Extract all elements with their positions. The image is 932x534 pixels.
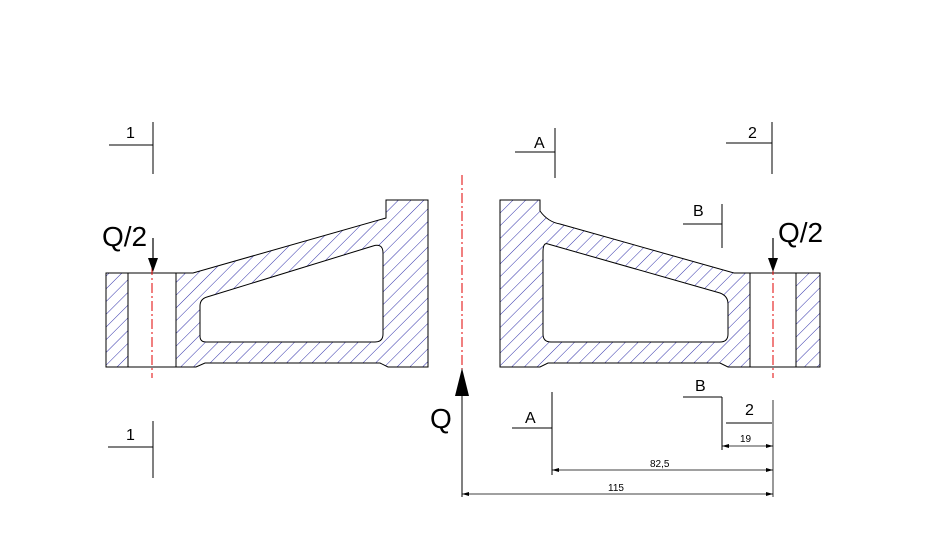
dimension-19-label: 19 <box>740 434 752 445</box>
load-arrow-right <box>768 238 778 272</box>
dimension-19 <box>722 444 773 448</box>
dimension-115-label: 115 <box>608 483 624 494</box>
dimension-82-5 <box>552 468 773 472</box>
section-marker-1-top <box>109 122 154 174</box>
load-label-left: Q/2 <box>102 221 147 252</box>
section-marker-b-bottom <box>683 396 723 450</box>
section-marker-a-top <box>515 128 556 178</box>
dimension-115 <box>462 492 773 496</box>
dimension-82-5-label: 82,5 <box>650 459 670 470</box>
section-label-1-top: 1 <box>126 125 135 142</box>
section-label-2-bottom: 2 <box>745 402 754 419</box>
load-arrow-left <box>148 238 158 272</box>
section-label-a-bottom: A <box>525 410 536 427</box>
section-right-half <box>499 199 821 368</box>
section-label-a-top: A <box>534 135 545 152</box>
section-marker-1-bottom <box>108 421 154 478</box>
load-arrow-center <box>455 368 469 497</box>
section-label-2-top: 2 <box>748 125 757 142</box>
section-label-b-top: B <box>693 203 704 220</box>
load-label-center: Q <box>430 403 452 434</box>
section-left-half <box>105 199 429 368</box>
section-label-1-bottom: 1 <box>126 427 135 444</box>
section-marker-a-bottom <box>512 392 553 475</box>
section-marker-2-top <box>726 122 773 174</box>
section-marker-b-top <box>683 204 723 248</box>
load-label-right: Q/2 <box>778 217 823 248</box>
section-label-b-bottom: B <box>695 378 706 395</box>
